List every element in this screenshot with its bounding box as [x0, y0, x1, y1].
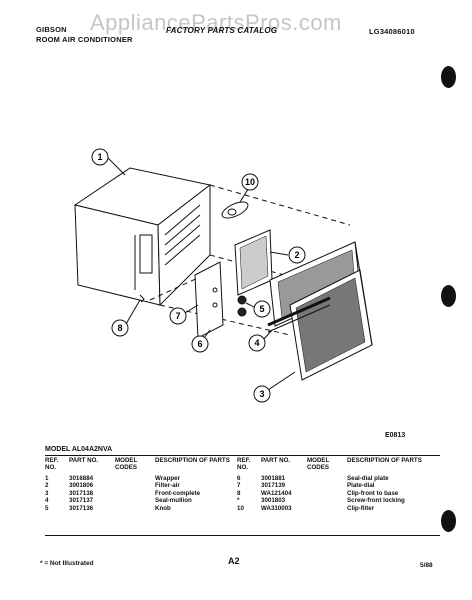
model-code-cell [115, 497, 155, 504]
callout-label: 1 [97, 152, 102, 162]
mullion-seal [267, 296, 331, 333]
model-code-cell [307, 475, 347, 482]
part-number-cell: 3017136 [69, 504, 94, 512]
description-cell: Knob [155, 504, 171, 512]
part-number-cell: 3001881 [261, 475, 286, 482]
binder-hole-icon [441, 285, 456, 307]
dial-plate [194, 261, 224, 339]
callout-label: 2 [294, 250, 299, 260]
table-row: 1 3016884 Wrapper [45, 475, 235, 482]
model-number: MODEL AL04A2NVA [45, 446, 113, 453]
air-filter [234, 229, 273, 296]
filter-clip [221, 201, 249, 219]
callout-label: 8 [117, 323, 122, 333]
header-model: MODEL CODES [307, 457, 330, 471]
ref-cell: * [237, 497, 240, 505]
model-code-cell [307, 497, 347, 504]
watermark: AppliancePartsPros.com [90, 10, 342, 35]
description-cell: Seal-dial plate [347, 475, 389, 482]
part-number-cell: 3001803 [261, 497, 286, 505]
description-cell: Front-complete [155, 489, 201, 497]
ref-cell: 10 [237, 504, 244, 512]
header-model: MODEL CODES [115, 457, 138, 471]
ref-cell: 6 [237, 475, 241, 482]
front-to-base-clip [139, 294, 145, 303]
catalog-title: FACTORY PARTS CATALOG [166, 26, 278, 35]
header-desc: DESCRIPTION OF PARTS [155, 457, 230, 464]
binder-hole-icon [441, 66, 456, 88]
part-number-cell: 3017137 [69, 497, 94, 505]
part-number-cell: WA121404 [261, 489, 292, 497]
callout-label: 4 [254, 338, 259, 348]
model-code-cell [115, 475, 155, 482]
binder-hole-icon [441, 510, 456, 532]
description-cell: Filter-air [155, 482, 180, 490]
table-row: * 3001803 Screw-front locking [237, 497, 437, 504]
header-ref: REF. NO. [45, 457, 59, 471]
model-code-cell [115, 505, 155, 512]
table-row: 4 3017137 Seal-mullion [45, 497, 235, 504]
ref-cell: 8 [237, 489, 241, 497]
description-cell: Seal-mullion [155, 497, 192, 505]
part-number-cell: 3017139 [261, 482, 286, 490]
footnote: * = Not Illustrated [40, 560, 94, 567]
figure-code: E0813 [385, 432, 406, 439]
header-desc: DESCRIPTION OF PARTS [347, 457, 422, 464]
table-row: 5 3017136 Knob [45, 505, 235, 512]
revision-date: 5/88 [420, 562, 433, 569]
parts-table-right: REF. NO. PART NO. MODEL CODES DESCRIPTIO… [237, 457, 437, 512]
callout-label: 3 [259, 389, 264, 399]
table-row: 2 3001806 Filter-air [45, 482, 235, 489]
front-grille [269, 241, 373, 381]
ref-cell: 1 [45, 475, 49, 482]
table-row: 3 3017138 Front-complete [45, 490, 235, 497]
knob [237, 295, 247, 317]
model-code-cell [307, 482, 347, 489]
document-number: LG34086010 [369, 27, 415, 36]
table-row: 10 WA310003 Clip-filter [237, 505, 437, 512]
callout-label: 7 [175, 311, 180, 321]
brand-name: GIBSON [36, 25, 67, 34]
exploded-parts-diagram: 1 10 2 5 7 8 6 4 3 [73, 148, 373, 403]
description-cell: Clip-front to base [347, 489, 399, 497]
callout-label: 10 [245, 177, 255, 187]
description-cell: Screw-front locking [347, 497, 405, 505]
ref-cell: 5 [45, 504, 49, 512]
divider [45, 535, 440, 536]
callout-label: 6 [197, 339, 202, 349]
description-cell: Clip-filter [347, 504, 375, 512]
model-code-cell [115, 490, 155, 497]
catalog-subtitle: ROOM AIR CONDITIONER [36, 35, 133, 44]
divider [45, 455, 440, 456]
part-number-cell: 3017138 [69, 489, 94, 497]
description-cell: Plate-dial [347, 482, 375, 490]
ref-cell: 2 [45, 482, 49, 490]
callout-label: 5 [259, 304, 264, 314]
table-row: 6 3001881 Seal-dial plate [237, 475, 437, 482]
part-number-cell: WA310003 [261, 504, 292, 512]
table-row: 7 3017139 Plate-dial [237, 482, 437, 489]
description-cell: Wrapper [155, 475, 180, 482]
model-code-cell [307, 505, 347, 512]
model-code-cell [115, 482, 155, 489]
wrapper-cabinet [73, 167, 212, 307]
part-number-cell: 3001806 [69, 482, 94, 490]
ref-cell: 3 [45, 489, 49, 497]
model-code-cell [307, 490, 347, 497]
parts-table-left: REF. NO. PART NO. MODEL CODES DESCRIPTIO… [45, 457, 235, 512]
ref-cell: 4 [45, 497, 49, 505]
header-ref: REF. NO. [237, 457, 251, 471]
table-row: 8 WA121404 Clip-front to base [237, 490, 437, 497]
page-number: A2 [228, 556, 240, 566]
ref-cell: 7 [237, 482, 241, 490]
part-number-cell: 3016884 [69, 475, 94, 482]
header-part: PART NO. [69, 457, 99, 464]
header-part: PART NO. [261, 457, 291, 464]
